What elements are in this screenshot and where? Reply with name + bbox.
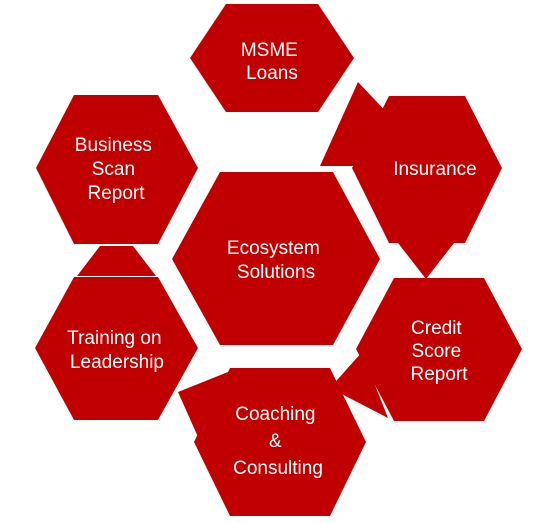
label-line: Score — [412, 341, 462, 362]
label-line: Consulting — [233, 458, 323, 479]
label-line: Loans — [246, 63, 298, 84]
label-line: Report — [410, 364, 468, 385]
hexagon-ecosystem-solutions — [172, 172, 380, 345]
label-coaching-consulting: Coaching & Consulting — [233, 404, 323, 479]
hexagon-credit-score-report — [356, 278, 522, 421]
label-line: Insurance — [393, 159, 476, 180]
hexagon-business-scan-report — [36, 95, 198, 244]
label-line: Leadership — [70, 352, 164, 373]
label-line: Solutions — [237, 262, 315, 283]
label-line: & — [269, 431, 282, 452]
label-line: Ecosystem — [227, 238, 320, 259]
label-line: MSME — [241, 40, 298, 61]
connector-training-business — [77, 246, 156, 276]
label-training-on-leadership: Training on Leadership — [67, 328, 167, 373]
connector-insurance-credit — [398, 243, 454, 279]
hexagon-coaching-consulting — [194, 368, 366, 516]
connector-coaching-training — [178, 372, 228, 437]
label-line: Coaching — [235, 404, 315, 425]
connector-msme-insurance — [320, 82, 392, 166]
label-line: Training on — [67, 328, 161, 349]
label-ecosystem-solutions: Ecosystem Solutions — [227, 238, 325, 283]
label-msme-loans: MSME Loans — [241, 40, 303, 84]
hexagon-msme-loans — [190, 4, 354, 112]
label-line: Credit — [411, 318, 462, 339]
hexagon-insurance — [352, 96, 502, 243]
hexagon-training-on-leadership — [35, 277, 198, 420]
label-credit-score-report: Credit Score Report — [410, 318, 468, 385]
label-line: Business — [75, 135, 152, 156]
connector-credit-coaching — [330, 352, 388, 418]
label-business-scan-report: Business Scan Report — [75, 135, 157, 204]
label-line: Scan — [92, 159, 135, 180]
label-line: Report — [87, 183, 145, 204]
label-insurance: Insurance — [393, 159, 476, 180]
